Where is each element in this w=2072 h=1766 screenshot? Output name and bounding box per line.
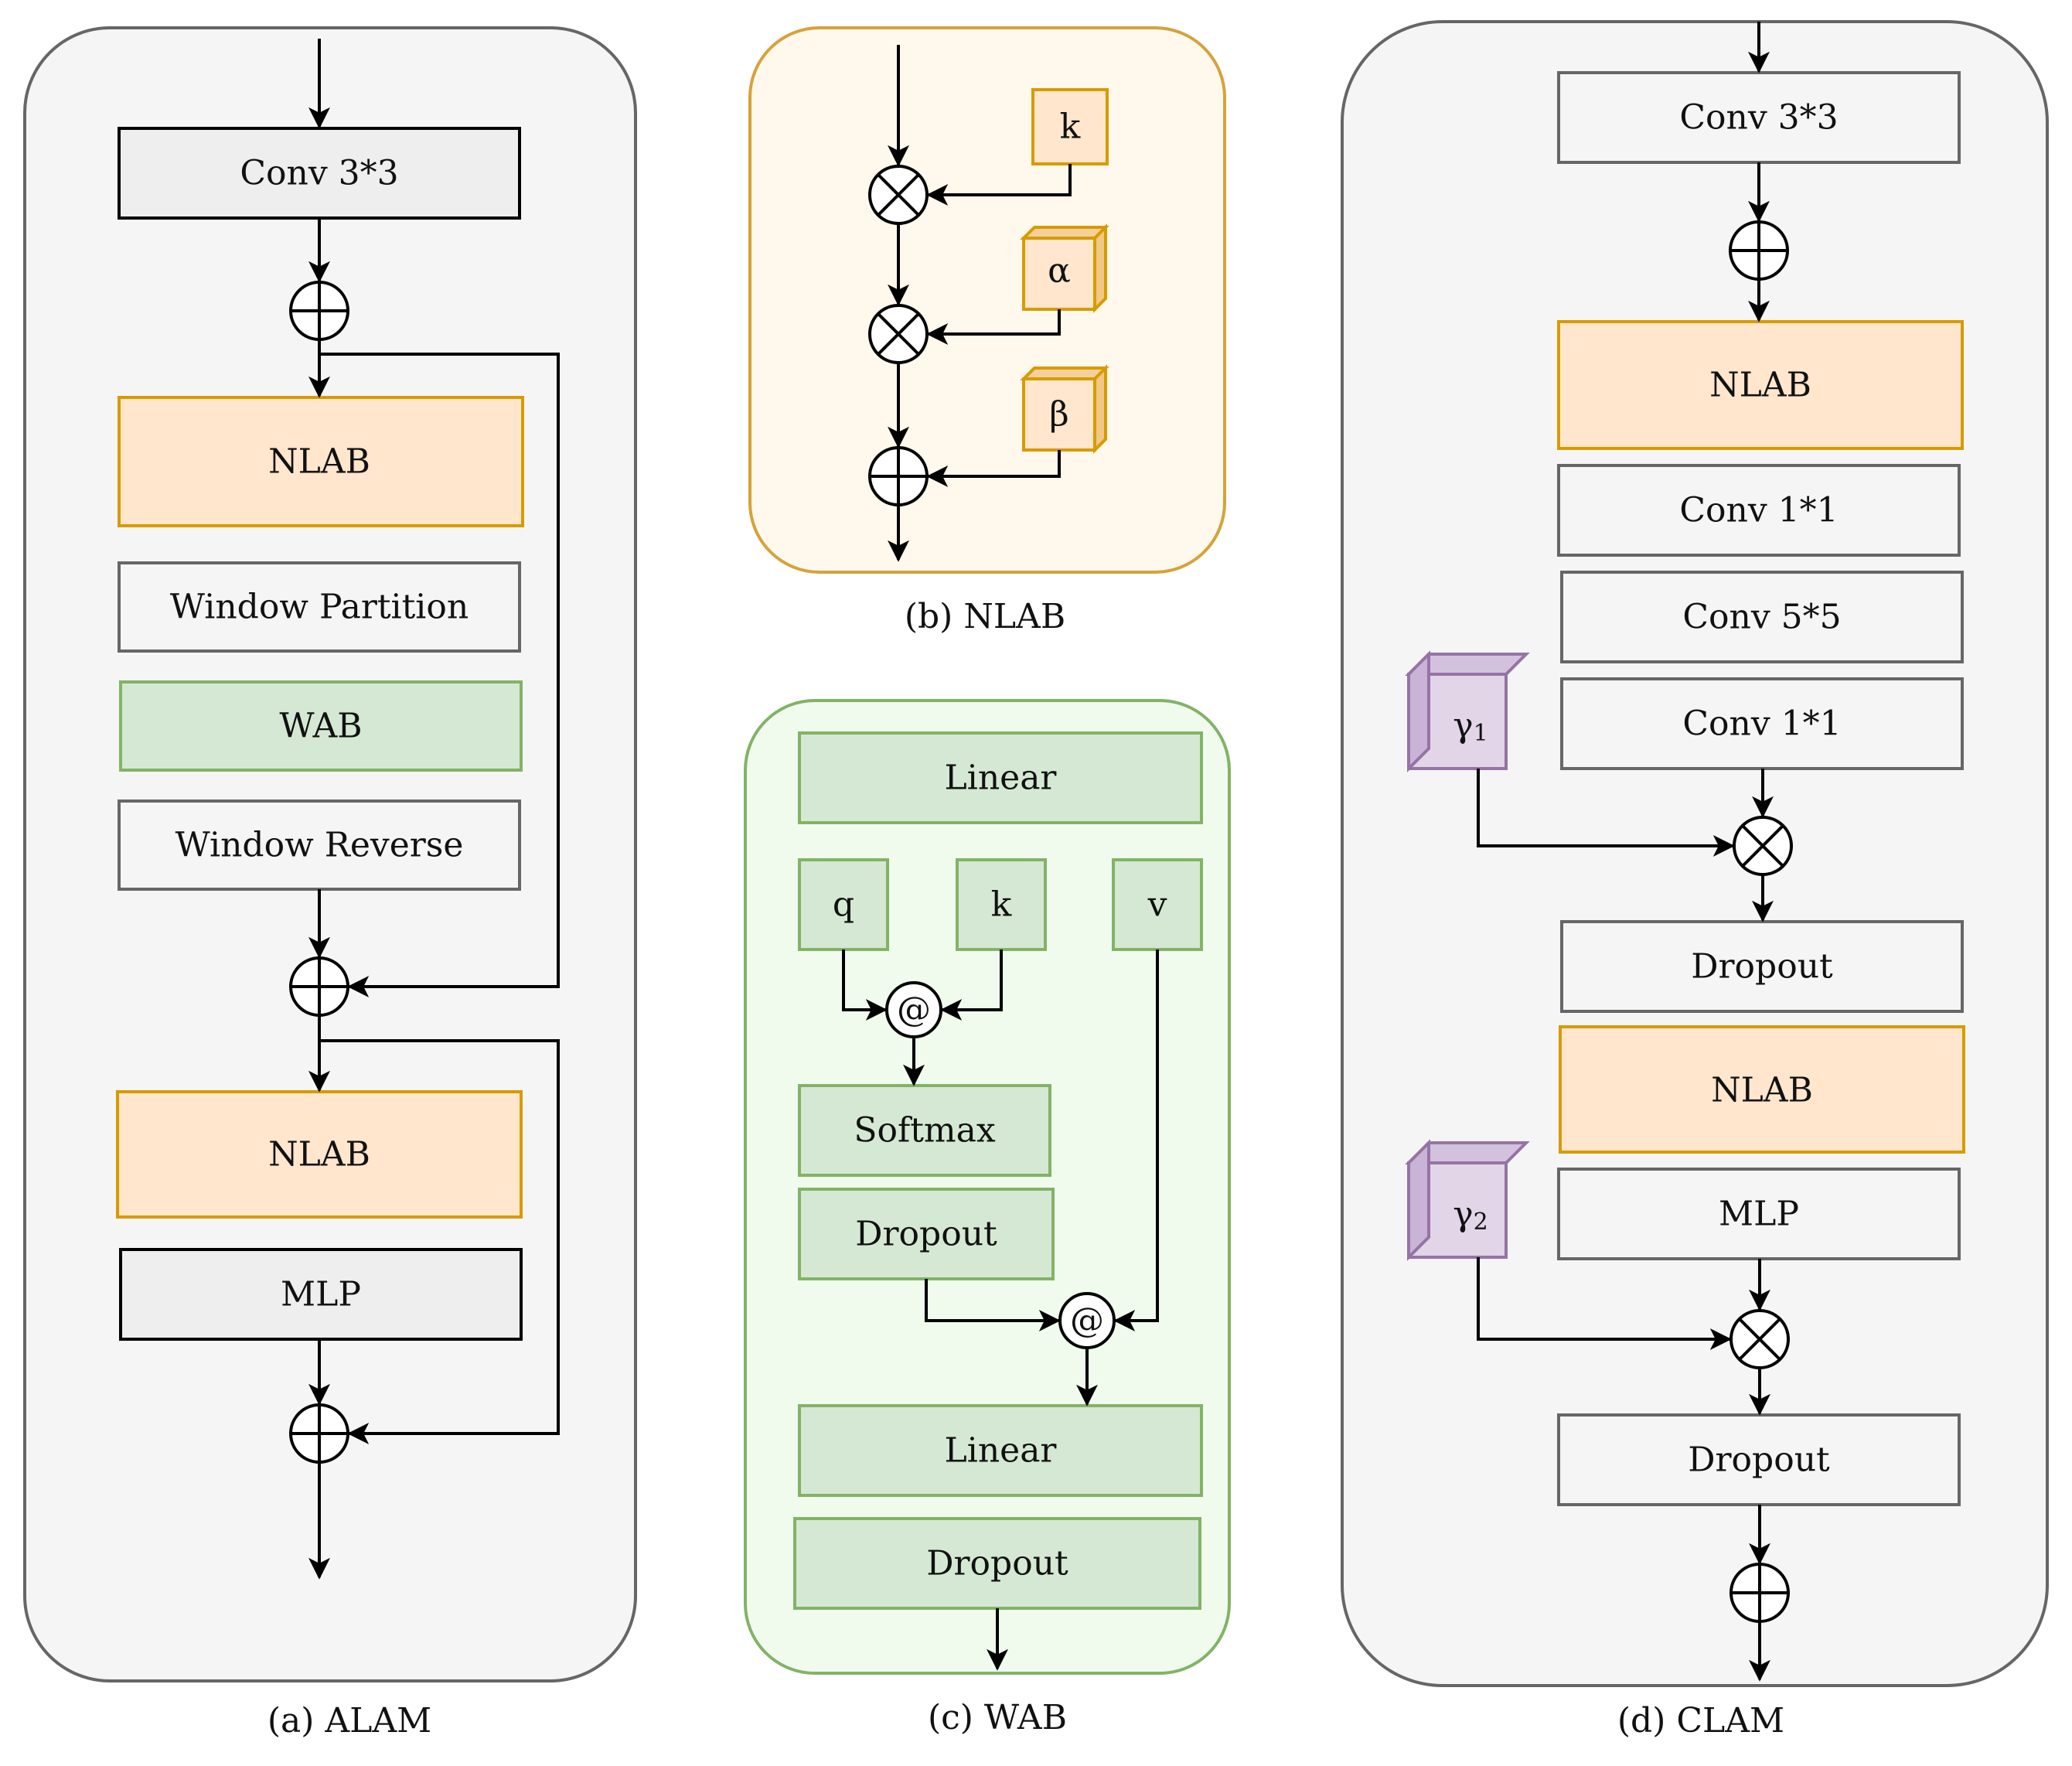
alam-conv3x3-label: Conv 3*3	[240, 154, 398, 193]
clam-dropout-block-1: Dropout	[1560, 920, 1964, 1013]
alam-panel: Conv 3*3 NLAB Window Partition WAB Windo…	[23, 26, 637, 1740]
wab-q-label: q	[833, 885, 854, 925]
alpha-param-cube: α	[1020, 223, 1109, 313]
clam-dropout-block-2: Dropout	[1557, 1413, 1961, 1506]
clam-conv1x1-label-1: Conv 1*1	[1679, 491, 1838, 530]
clam-nlab-block-1: NLAB	[1557, 320, 1964, 450]
alam-wab-label: WAB	[279, 707, 362, 746]
wab-dropout-block-2: Dropout	[793, 1517, 1201, 1610]
wab-matmul-label-1: @	[897, 990, 931, 1030]
wab-matmul-circle-2: @	[1058, 1292, 1116, 1349]
gamma1-label: γ1	[1453, 706, 1488, 747]
clam-mlp-label: MLP	[1719, 1195, 1799, 1234]
nlab-add-circle	[868, 446, 929, 506]
nlab-container	[748, 26, 1226, 574]
clam-conv5x5-label: Conv 5*5	[1682, 598, 1841, 637]
clam-conv3x3-label: Conv 3*3	[1679, 98, 1838, 138]
clam-caption: (d) CLAM	[1617, 1701, 1784, 1740]
clam-nlab-label-1: NLAB	[1709, 366, 1811, 405]
gamma2-label: γ2	[1453, 1195, 1488, 1236]
alam-window-partition-label: Window Partition	[170, 588, 469, 627]
wab-linear-block-1: Linear	[798, 731, 1203, 824]
wab-k-label: k	[991, 885, 1012, 925]
alam-add-circle-1	[289, 281, 349, 341]
alam-nlab-label-1: NLAB	[268, 442, 370, 482]
alam-window-reverse-block: Window Reverse	[118, 799, 521, 891]
alam-nlab-block-1: NLAB	[118, 396, 524, 527]
wab-q-block: q	[798, 858, 889, 951]
alam-mlp-block: MLP	[119, 1248, 523, 1341]
clam-multiply-circle-2	[1730, 1309, 1790, 1369]
clam-panel: Conv 3*3 NLAB Conv 1*1 Conv 5*5 Conv 1*1	[1341, 20, 2049, 1740]
alam-conv3x3-block: Conv 3*3	[118, 127, 521, 220]
alam-connectors	[308, 39, 560, 1580]
gamma1-param-cube: γ1	[1405, 650, 1530, 772]
clam-conv5x5-block: Conv 5*5	[1560, 571, 1964, 663]
wab-connectors	[842, 949, 1159, 1671]
clam-connectors	[1477, 22, 1774, 1682]
clam-conv3x3-block: Conv 3*3	[1557, 71, 1961, 164]
beta-param-label: β	[1049, 395, 1068, 435]
wab-v-label: v	[1147, 885, 1167, 925]
alam-mlp-label: MLP	[281, 1275, 361, 1314]
wab-v-block: v	[1112, 858, 1203, 951]
alam-add-circle-3	[289, 1403, 349, 1464]
clam-add-circle-2	[1730, 1563, 1790, 1623]
alam-wab-block: WAB	[119, 680, 523, 772]
alam-window-partition-block: Window Partition	[118, 561, 521, 653]
wab-softmax-label: Softmax	[854, 1111, 996, 1151]
wab-matmul-label-2: @	[1070, 1301, 1104, 1341]
alam-window-reverse-label: Window Reverse	[176, 826, 464, 865]
nlab-multiply-circle-2	[868, 304, 929, 364]
clam-dropout-label-1: Dropout	[1691, 947, 1833, 987]
wab-linear-label-2: Linear	[945, 1431, 1058, 1471]
wab-dropout-label-2: Dropout	[926, 1544, 1068, 1584]
clam-nlab-label-2: NLAB	[1711, 1071, 1813, 1110]
beta-param-cube: β	[1020, 364, 1109, 454]
alam-nlab-label-2: NLAB	[268, 1135, 370, 1174]
alam-caption: (a) ALAM	[268, 1701, 431, 1740]
wab-panel: Linear q k v @ Softmax Dropout @	[744, 699, 1231, 1737]
wab-softmax-block: Softmax	[798, 1084, 1051, 1177]
clam-conv1x1-block-2: Conv 1*1	[1560, 677, 1964, 770]
alpha-param-label: α	[1048, 251, 1071, 291]
wab-linear-label-1: Linear	[945, 759, 1058, 798]
nlab-connectors	[888, 45, 1072, 562]
k-param-label: k	[1060, 107, 1081, 147]
nlab-caption: (b) NLAB	[905, 597, 1065, 636]
clam-add-circle-1	[1729, 220, 1789, 281]
nlab-multiply-circle-1	[868, 165, 929, 225]
alam-nlab-block-2: NLAB	[116, 1090, 523, 1219]
wab-k-block: k	[956, 858, 1047, 951]
k-param-box: k	[1031, 88, 1109, 165]
clam-dropout-label-2: Dropout	[1688, 1440, 1830, 1480]
clam-multiply-circle-1	[1733, 816, 1793, 876]
clam-conv1x1-block-1: Conv 1*1	[1557, 464, 1961, 557]
wab-linear-block-2: Linear	[798, 1404, 1203, 1497]
wab-dropout-block-1: Dropout	[798, 1188, 1055, 1280]
alam-add-circle-2	[289, 956, 349, 1017]
clam-nlab-block-2: NLAB	[1559, 1025, 1965, 1154]
wab-caption: (c) WAB	[928, 1698, 1067, 1737]
wab-matmul-circle-1: @	[885, 981, 942, 1038]
wab-dropout-label-1: Dropout	[855, 1215, 997, 1254]
clam-mlp-block: MLP	[1557, 1168, 1961, 1260]
clam-conv1x1-label-2: Conv 1*1	[1682, 704, 1841, 744]
gamma2-param-cube: γ2	[1405, 1139, 1530, 1261]
nlab-panel: k α β	[748, 26, 1226, 636]
